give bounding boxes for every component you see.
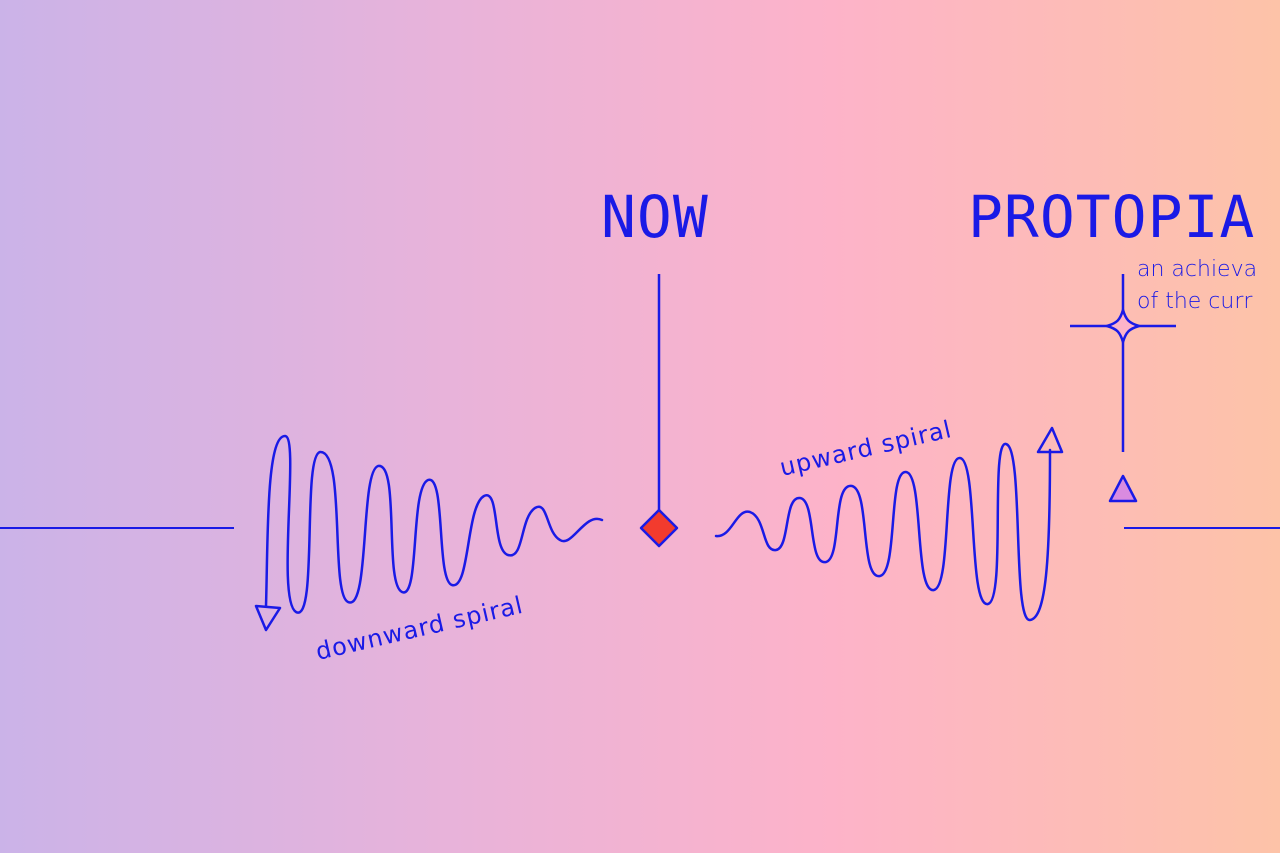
protopia-subtext: an achieva of the curr xyxy=(1137,254,1257,318)
downward-arrowhead-icon xyxy=(254,604,282,632)
now-heading: NOW xyxy=(601,183,709,251)
protopia-heading: PROTOPIA xyxy=(968,183,1256,251)
diamond-icon xyxy=(639,508,679,548)
upward-arrowhead-icon xyxy=(1036,426,1064,454)
triangle-icon xyxy=(1108,474,1138,503)
protopia-subtext-line-2: of the curr xyxy=(1137,289,1253,314)
downward-spiral-label: downward spiral xyxy=(313,591,526,666)
upward-spiral-wave xyxy=(714,442,1052,622)
downward-spiral-wave xyxy=(264,434,604,614)
four-point-star-icon xyxy=(1105,308,1141,344)
upward-spiral-label: upward spiral xyxy=(777,415,955,482)
protopia-subtext-line-1: an achieva xyxy=(1137,257,1258,282)
